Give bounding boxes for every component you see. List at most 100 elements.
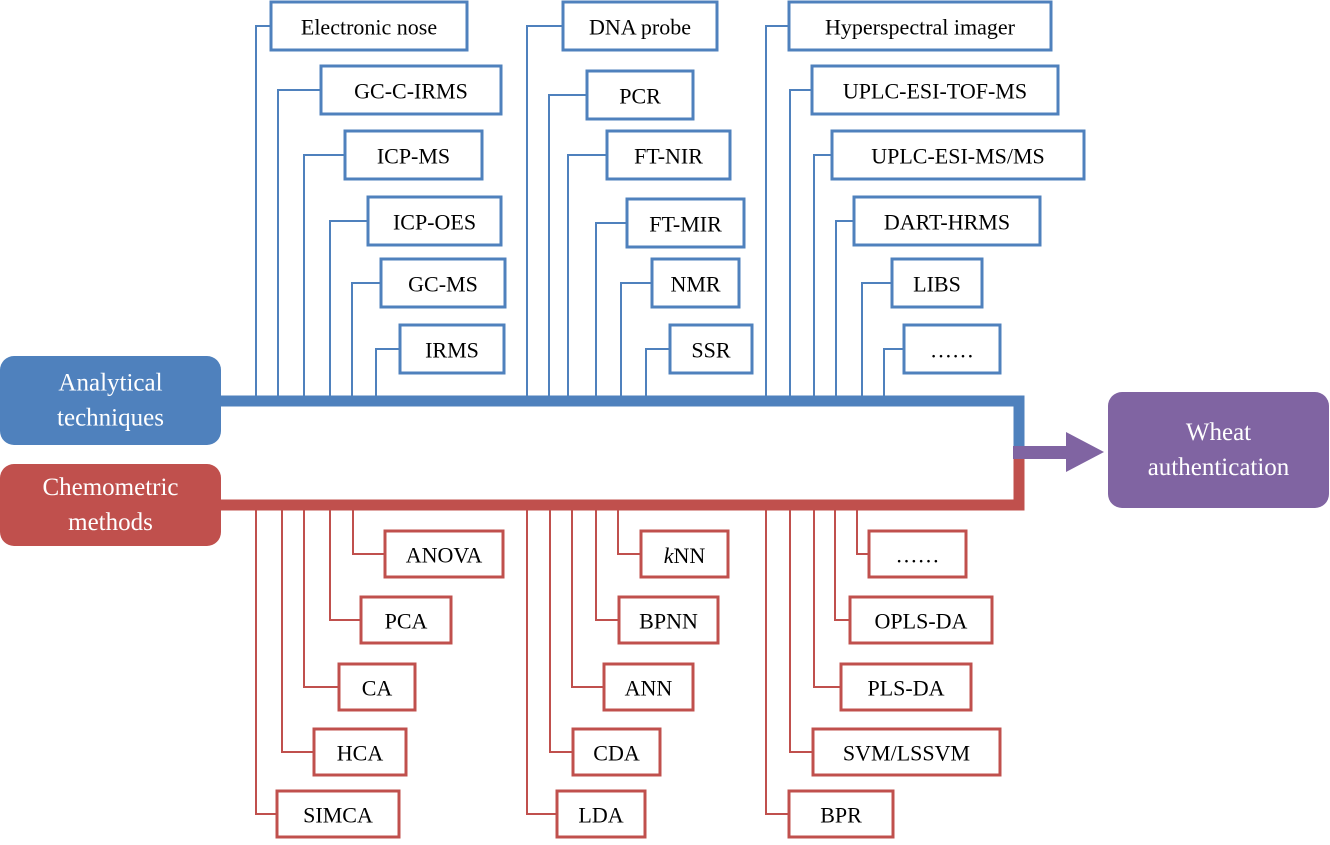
technique-box-ft-nir xyxy=(605,129,732,181)
method-box-pca xyxy=(359,595,453,645)
method-box-pls-da xyxy=(839,662,973,712)
method-box-ellipsis xyxy=(867,529,968,579)
connector-line xyxy=(813,505,841,688)
method-label-svm-lssvm: SVM/LSSVM xyxy=(843,741,970,766)
technique-box-icp-oes xyxy=(366,195,503,247)
connector-line xyxy=(526,25,563,401)
connector-line xyxy=(352,505,385,555)
connector-line xyxy=(789,505,813,753)
method-box-bpnn xyxy=(617,595,720,645)
connector-line xyxy=(375,348,400,401)
technique-label-uplc-esi-ms-ms: UPLC-ESI-MS/MS xyxy=(871,144,1045,169)
method-label-ann: ANN xyxy=(625,676,673,701)
method-box-lda xyxy=(555,789,647,839)
technique-box-ellipsis xyxy=(902,323,1002,375)
wheat-authentication-box xyxy=(1108,392,1329,508)
technique-box-ft-mir xyxy=(625,197,746,249)
technique-label-uplc-esi-tof-ms: UPLC-ESI-TOF-MS xyxy=(843,79,1027,104)
connector-line xyxy=(548,94,587,401)
technique-box-nmr xyxy=(650,257,741,309)
method-box-opls-da xyxy=(848,595,994,645)
connector-line xyxy=(277,89,321,401)
technique-box-gc-c-irms xyxy=(319,64,503,116)
connector-line xyxy=(883,348,904,401)
method-label-ellipsis: …… xyxy=(896,543,940,568)
technique-label-electronic-nose: Electronic nose xyxy=(301,15,437,40)
connector-line xyxy=(526,505,557,815)
analytical-techniques-label-line: techniques xyxy=(57,405,164,432)
method-box-ann xyxy=(602,662,695,712)
technique-box-gc-ms xyxy=(379,257,507,309)
connector-line xyxy=(303,505,339,688)
connector-line xyxy=(617,505,641,555)
connector-line xyxy=(765,505,789,815)
method-label-pls-da: PLS-DA xyxy=(867,676,944,701)
arrow-shaft xyxy=(1013,446,1069,459)
arrow-head xyxy=(1066,432,1104,472)
technique-label-hyperspectral-imager: Hyperspectral imager xyxy=(825,15,1016,40)
chemometric-bus-line xyxy=(220,453,1025,511)
method-label-opls-da: OPLS-DA xyxy=(875,609,968,634)
technique-label-ellipsis: …… xyxy=(930,338,974,363)
technique-box-ssr xyxy=(668,323,754,375)
connector-line xyxy=(620,282,652,401)
wheat-authentication-label-line: Wheat xyxy=(1186,419,1251,446)
connector-line xyxy=(255,505,277,815)
connector-line xyxy=(789,89,812,401)
connector-line xyxy=(549,505,573,753)
technique-box-uplc-esi-tof-ms xyxy=(810,64,1060,116)
technique-box-electronic-nose xyxy=(269,0,469,52)
method-label-lda: LDA xyxy=(578,803,623,828)
method-label-ca: CA xyxy=(362,676,393,701)
analytical-bus-line xyxy=(220,395,1025,453)
connector-line xyxy=(595,505,619,621)
connector-line xyxy=(813,154,832,401)
technique-label-dart-hrms: DART-HRMS xyxy=(884,210,1010,235)
technique-box-dart-hrms xyxy=(852,195,1042,247)
method-label-knn: kNN xyxy=(664,543,706,568)
method-box-knn xyxy=(639,529,730,579)
technique-label-pcr: PCR xyxy=(619,84,661,109)
technique-label-ft-mir: FT-MIR xyxy=(649,212,722,237)
analytical-techniques-box xyxy=(0,356,221,445)
method-box-bpr xyxy=(787,789,895,839)
technique-box-libs xyxy=(890,257,984,309)
method-box-hca xyxy=(312,727,408,777)
method-box-cda xyxy=(571,727,662,777)
connector-line xyxy=(351,282,381,401)
method-label-anova: ANOVA xyxy=(406,543,483,568)
method-label-cda: CDA xyxy=(593,741,640,766)
technique-box-uplc-esi-ms-ms xyxy=(830,129,1086,181)
method-label-hca: HCA xyxy=(337,741,384,766)
technique-label-gc-c-irms: GC-C-IRMS xyxy=(354,79,468,104)
connector-line xyxy=(856,505,869,555)
method-label-pca: PCA xyxy=(385,609,428,634)
chemometric-methods-box xyxy=(0,464,221,546)
connector-line xyxy=(861,282,892,401)
connector-line xyxy=(303,154,345,401)
technique-box-irms xyxy=(398,323,506,375)
method-label-bpr: BPR xyxy=(820,803,862,828)
connector-line xyxy=(329,505,361,621)
connector-line xyxy=(595,222,627,401)
technique-box-hyperspectral-imager xyxy=(787,0,1053,52)
method-box-simca xyxy=(275,789,401,839)
connector-line xyxy=(329,220,368,401)
technique-label-icp-oes: ICP-OES xyxy=(393,210,476,235)
technique-label-ssr: SSR xyxy=(691,338,730,363)
connector-line xyxy=(835,220,854,401)
method-box-anova xyxy=(383,529,505,579)
technique-label-ft-nir: FT-NIR xyxy=(634,144,703,169)
chemometric-methods-label-line: methods xyxy=(68,509,153,536)
method-box-svm-lssvm xyxy=(811,727,1002,777)
connector-line xyxy=(255,25,271,401)
chemometric-methods-label-line: Chemometric xyxy=(42,474,178,501)
connector-line xyxy=(567,154,607,401)
connector-line xyxy=(571,505,604,688)
technique-box-pcr xyxy=(585,69,695,121)
method-box-ca xyxy=(337,662,417,712)
technique-label-nmr: NMR xyxy=(670,272,720,297)
technique-label-gc-ms: GC-MS xyxy=(408,272,478,297)
method-label-simca: SIMCA xyxy=(303,803,373,828)
wheat-authentication-label-line: authentication xyxy=(1148,454,1290,481)
